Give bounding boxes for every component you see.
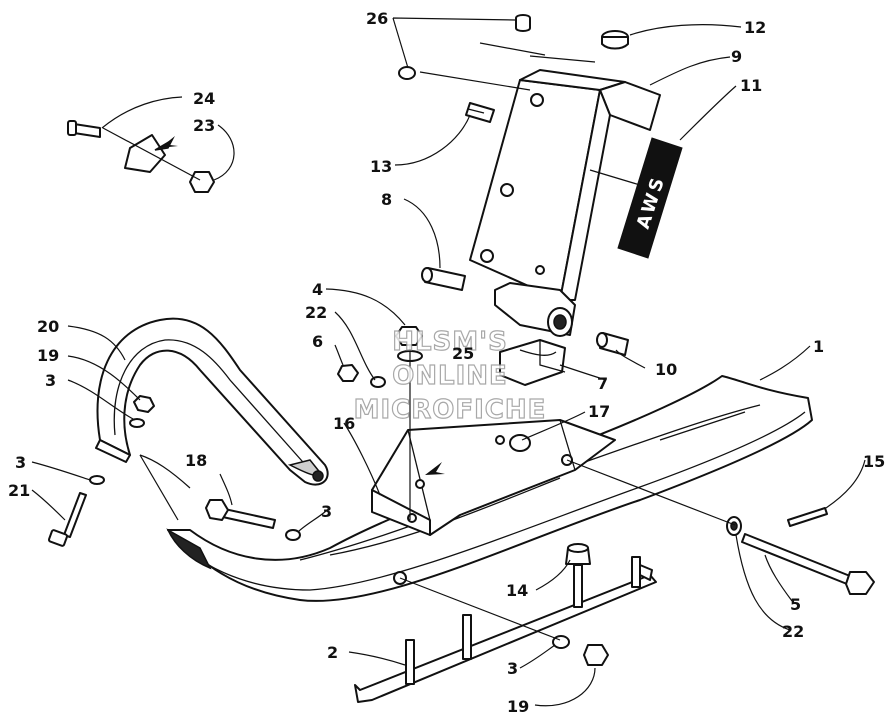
fasteners-left [47,326,531,547]
callout-13: 13 [370,157,392,176]
callout-1: 1 [813,337,824,356]
bumper-block [499,339,566,386]
callout-6: 6 [312,332,323,351]
callout-26: 26 [366,9,388,28]
callout-25: 25 [452,344,474,363]
small-hardware [398,14,629,123]
callout-labels: 26 12 9 11 24 23 13 8 4 22 25 6 7 10 1 2… [8,9,885,716]
callout-22-upper: 22 [305,303,327,322]
spindle-bracket [371,419,616,536]
watermark: HLSM'S ONLINE MICROFICHE [353,326,547,425]
leader-lines [31,17,866,707]
callout-4: 4 [312,280,323,299]
callout-5: 5 [790,595,801,614]
callout-22-lower: 22 [782,622,804,641]
lower-yoke [421,267,629,356]
callout-3-lower: 3 [507,659,518,678]
callout-19-lower: 19 [507,697,529,716]
callout-15: 15 [863,452,885,471]
wear-bar [354,543,657,703]
aws-decal: AWS [617,137,683,259]
callout-3-left: 3 [15,453,26,472]
callout-23: 23 [193,116,215,135]
callout-11: 11 [740,76,762,95]
callout-3-upper: 3 [45,371,56,390]
callout-21: 21 [8,481,30,500]
callout-17: 17 [588,402,610,421]
watermark-line-1: HLSM'S [392,327,508,357]
spindle-housing [469,69,661,301]
callout-12: 12 [744,18,766,37]
callout-9: 9 [731,47,742,66]
callout-19-upper: 19 [37,346,59,365]
loop-handle [95,317,329,486]
callout-2: 2 [327,643,338,662]
arrow-icon [425,462,445,475]
callout-20: 20 [37,317,59,336]
callout-3-middle: 3 [321,502,332,521]
bolt-24 [67,120,215,193]
callout-10: 10 [655,360,677,379]
callout-24: 24 [193,89,215,108]
callout-16: 16 [333,414,355,433]
fasteners-right [726,507,875,595]
callout-18: 18 [185,451,207,470]
callout-14: 14 [506,581,528,600]
callout-7: 7 [597,374,608,393]
watermark-line-3: MICROFICHE [354,395,547,425]
arrow-icon [160,136,178,148]
watermark-line-2: ONLINE [392,361,508,391]
callout-8: 8 [381,190,392,209]
